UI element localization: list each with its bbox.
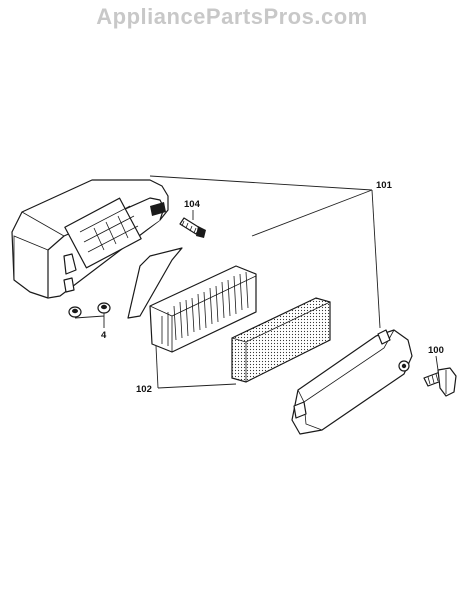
leader-lines (74, 175, 439, 389)
watermark-text: AppliancePartsPros.com (96, 4, 368, 29)
air-filter-base (11, 179, 169, 299)
nut-left-part-4 (68, 306, 82, 318)
screw-part-104 (179, 217, 206, 238)
air-filter-cover (291, 329, 413, 435)
callout-4: 4 (101, 330, 107, 341)
knob-bolt-part-100 (423, 367, 457, 397)
pleated-filter-element (149, 265, 257, 353)
foam-pre-filter (231, 297, 331, 383)
callout-102: 102 (136, 384, 152, 395)
gasket-strip (127, 247, 183, 319)
callout-104: 104 (184, 199, 201, 210)
callout-101: 101 (376, 180, 393, 191)
nut-right-part-4 (97, 302, 111, 314)
callout-100: 100 (428, 345, 444, 356)
